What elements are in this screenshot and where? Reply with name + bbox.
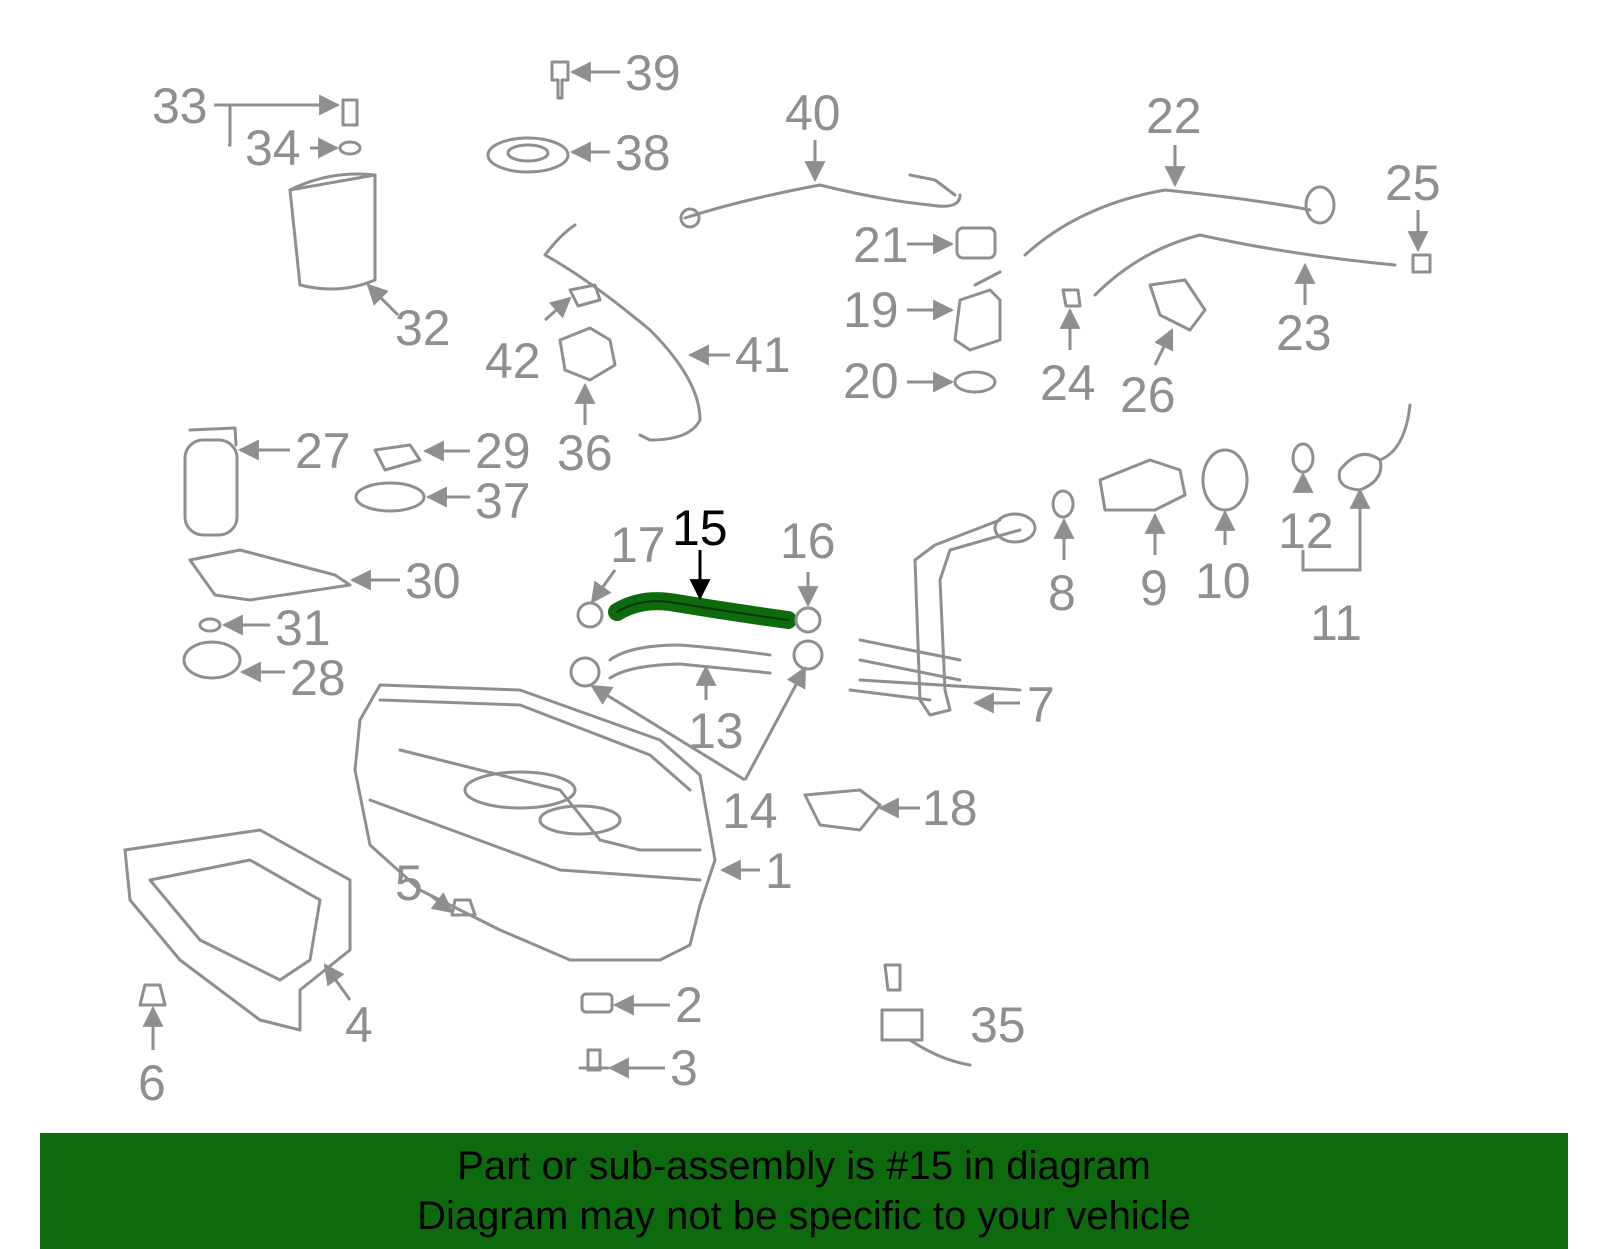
- oring-part-31[interactable]: [198, 617, 222, 633]
- callout-22: 22: [1146, 88, 1202, 144]
- bracket-part-18[interactable]: [803, 788, 882, 832]
- cushion-part-2[interactable]: [580, 992, 614, 1014]
- pump-bracket-part-30[interactable]: [188, 548, 352, 602]
- callout-28: 28: [290, 650, 346, 706]
- callout-18: 18: [922, 780, 978, 836]
- callout-12: 12: [1278, 503, 1334, 559]
- callout-21: 21: [853, 217, 909, 273]
- callout-32: 32: [395, 300, 451, 356]
- bolt-part-33[interactable]: [341, 98, 359, 127]
- clip-part-6[interactable]: [138, 983, 167, 1007]
- clip-part-25[interactable]: [1411, 253, 1432, 274]
- bracket-part-26[interactable]: [1148, 278, 1207, 332]
- callout-31: 31: [275, 600, 331, 656]
- cap-part-12[interactable]: [1291, 442, 1315, 474]
- vent-tube-part-22[interactable]: [1023, 188, 1312, 257]
- retainer-part-38[interactable]: [486, 136, 570, 174]
- bolt-part-39[interactable]: [550, 60, 570, 100]
- callout-34: 34: [245, 120, 301, 176]
- gasket-part-20[interactable]: [953, 370, 997, 394]
- callout-5: 5: [395, 855, 423, 911]
- callout-24: 24: [1040, 355, 1096, 411]
- callout-14: 14: [722, 783, 778, 839]
- callout-29: 29: [475, 423, 531, 479]
- callout-39: 39: [625, 45, 681, 101]
- callout-27: 27: [295, 423, 351, 479]
- seal-part-10[interactable]: [1201, 448, 1249, 512]
- washer-part-34[interactable]: [338, 140, 362, 156]
- callout-35: 35: [970, 997, 1026, 1053]
- filler-pipe-part[interactable]: [848, 518, 1022, 717]
- banner-part-notice: Part or sub-assembly is #15 in diagram: [457, 1144, 1151, 1188]
- clamp-part-14b[interactable]: [792, 639, 824, 671]
- callout-33: 33: [152, 78, 208, 134]
- callout-38: 38: [615, 125, 671, 181]
- callout-1: 1: [765, 843, 793, 899]
- callout-6: 6: [138, 1055, 166, 1111]
- clamp-part-17[interactable]: [576, 601, 604, 629]
- cushion-part-28[interactable]: [182, 640, 242, 680]
- banner-vehicle-disclaimer: Diagram may not be specific to your vehi…: [417, 1194, 1191, 1238]
- gasket-part-8[interactable]: [1051, 489, 1075, 519]
- clamp-part-16[interactable]: [794, 606, 822, 634]
- callout-11: 11: [1310, 595, 1362, 651]
- callout-16: 16: [780, 513, 836, 569]
- callout-40: 40: [785, 85, 841, 141]
- callout-42: 42: [485, 333, 541, 389]
- clip-part-42[interactable]: [568, 283, 602, 308]
- vent-tube-part-23[interactable]: [1093, 233, 1397, 297]
- callout-25: 25: [1385, 155, 1441, 211]
- callout-19: 19: [843, 282, 899, 338]
- clamp-part-24[interactable]: [1061, 288, 1082, 308]
- cap-part-21[interactable]: [955, 226, 997, 260]
- callout-4: 4: [345, 997, 373, 1053]
- callout-23: 23: [1276, 305, 1332, 361]
- info-banner: Part or sub-assembly is #15 in diagram D…: [40, 1133, 1568, 1249]
- return-hose-part-40[interactable]: [683, 183, 962, 220]
- callout-17: 17: [610, 517, 666, 573]
- hose-part-41[interactable]: [543, 223, 702, 442]
- pump-cushion-part-29[interactable]: [373, 443, 422, 472]
- callout-30: 30: [405, 553, 461, 609]
- callout-36: 36: [557, 425, 613, 481]
- pressure-regulator-part-36[interactable]: [558, 326, 617, 382]
- callout-37: 37: [475, 473, 531, 529]
- callout-2: 2: [675, 977, 703, 1033]
- clamp-part-14a[interactable]: [569, 656, 601, 688]
- fuel-hose-part-13[interactable]: [608, 643, 772, 680]
- callout-9: 9: [1140, 560, 1168, 616]
- callout-8: 8: [1048, 565, 1076, 621]
- callout-15-highlighted: 15: [672, 500, 728, 556]
- fuel-cap-part-11[interactable]: [1337, 403, 1412, 492]
- fuel-pump-part-27[interactable]: [183, 438, 239, 537]
- filter-part-32[interactable]: [288, 173, 377, 291]
- callout-3: 3: [670, 1040, 698, 1096]
- callout-10: 10: [1195, 553, 1251, 609]
- fuel-system-diagram: 1 2 3 4 5 6 7 8 9 10 11 12 13 14 15 16 1…: [123, 45, 1441, 1111]
- pump-gasket-part-37[interactable]: [354, 481, 426, 513]
- canister-valve-part-19[interactable]: [953, 270, 1002, 352]
- callout-20: 20: [843, 353, 899, 409]
- tank-protector-part[interactable]: [123, 828, 352, 1032]
- callout-41: 41: [735, 327, 791, 383]
- callout-7: 7: [1027, 677, 1055, 733]
- fuel-sender-part-35[interactable]: [880, 963, 972, 1067]
- callout-26: 26: [1120, 367, 1176, 423]
- fuel-tank-part[interactable]: [353, 683, 717, 962]
- callout-13: 13: [688, 703, 744, 759]
- fuel-door-part-9[interactable]: [1098, 458, 1187, 512]
- bolt-part-3[interactable]: [578, 1048, 610, 1072]
